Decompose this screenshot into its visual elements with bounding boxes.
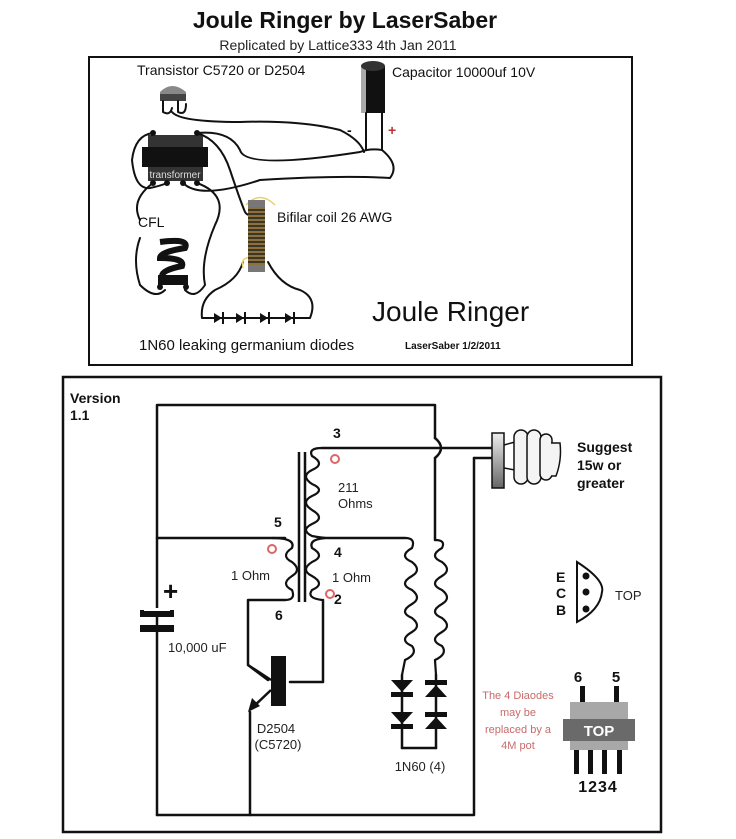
diode-note-line-4: 4M pot [501, 740, 535, 752]
chip-bottom-pins-label: 1234 [578, 779, 618, 796]
transistor-label: Transistor C5720 or D2504 [137, 62, 306, 78]
pin-5-label: 5 [274, 514, 282, 530]
transistor-part: D2504 [257, 721, 295, 736]
page-title: Joule Ringer by LaserSaber [193, 7, 497, 33]
left-winding-resistance: 1 Ohm [231, 568, 270, 583]
chip-top-label: TOP [584, 723, 615, 740]
polarity-dot-3 [330, 454, 340, 464]
bifilar-coil-label: Bifilar coil 26 AWG [277, 209, 392, 225]
chip-pin-5-label: 5 [612, 669, 620, 686]
capacitor-symbol-icon [140, 608, 174, 632]
upper-big-title: Joule Ringer [372, 296, 529, 327]
pin-4-label: 4 [334, 544, 342, 560]
transistor-symbol-icon [247, 656, 286, 712]
transformer-pinout-icon [563, 686, 635, 774]
capacitor-label: Capacitor 10000uf 10V [392, 64, 536, 80]
diode-note-line-3: replaced by a [485, 724, 552, 736]
lamp-note-line-3: greater [577, 475, 625, 491]
capacitor-icon [361, 61, 385, 151]
cfl-icon [156, 237, 189, 290]
page-subtitle: Replicated by Lattice333 4th Jan 2011 [219, 37, 456, 53]
main-winding-icon [304, 446, 331, 602]
cap-minus-label: - [347, 122, 352, 138]
pinout-top-label: TOP [615, 588, 642, 603]
capacitor-value: 10,000 uF [168, 640, 227, 655]
pinout-c-label: C [556, 585, 566, 601]
diode-stack-icon [391, 673, 447, 750]
chip-pin-6-label: 6 [574, 669, 582, 686]
upper-frame [88, 56, 633, 366]
cap-plus-label: + [388, 122, 396, 138]
pin-6-label: 6 [275, 607, 283, 623]
polarity-dot-2 [325, 589, 335, 599]
pinout-e-label: E [556, 569, 565, 585]
feedback-winding-icon [271, 536, 299, 602]
cap-plus-sign: + [163, 576, 178, 606]
cfl-lamp-icon [491, 429, 562, 489]
pin-2-label: 2 [334, 591, 342, 607]
transistor-alt-part: (C5720) [255, 737, 302, 752]
cfl-label: CFL [138, 214, 165, 230]
diodes-label: 1N60 leaking germanium diodes [139, 337, 354, 354]
transformer-label: transformer [149, 170, 201, 181]
main-winding-resistance: 211 [338, 480, 359, 495]
transformer-icon [142, 130, 208, 186]
lamp-note-line-1: Suggest [577, 439, 633, 455]
pinout-b-label: B [556, 602, 566, 618]
transistor-pinout-icon [576, 560, 604, 624]
transistor-icon [160, 86, 187, 115]
diode-note-line-2: may be [500, 707, 536, 719]
pin-3-label: 3 [333, 425, 341, 441]
main-winding-unit: Ohms [338, 496, 373, 511]
upper-credit: LaserSaber 1/2/2011 [405, 341, 501, 352]
diode-note-line-1: The 4 Diaodes [482, 690, 554, 702]
bifilar-coil-symbol-icon [400, 536, 449, 676]
lower-frame [61, 375, 663, 834]
diodes-part: 1N60 (4) [395, 759, 446, 774]
version-label: Version [70, 390, 121, 406]
diode-chain-icon [207, 312, 306, 324]
right-winding-resistance: 1 Ohm [332, 570, 371, 585]
polarity-dot-5 [267, 544, 277, 554]
bifilar-coil-icon [248, 200, 265, 272]
lamp-note-line-2: 15w or [577, 457, 622, 473]
version-number: 1.1 [70, 407, 90, 423]
upper-wiring-diagram: Transistor C5720 or D2504 Capacitor 1000… [88, 56, 633, 366]
lower-schematic: Version 1.1 [61, 375, 663, 834]
